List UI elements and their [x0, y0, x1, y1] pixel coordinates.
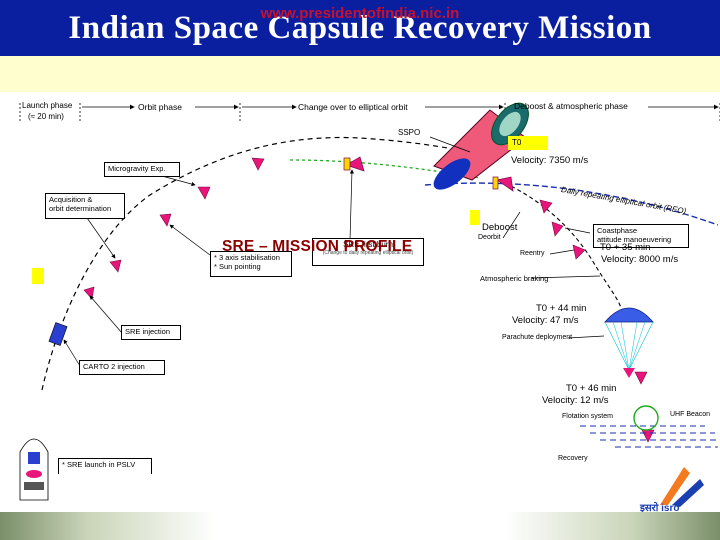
coastphase-line1: Coastphase [597, 226, 638, 235]
flotation-label: Flotation system [562, 413, 613, 420]
yellow-marker [470, 210, 480, 225]
parachute-label: Parachute deployment [502, 334, 573, 341]
uhf-label: UHF Beacon [670, 411, 711, 418]
capsule-marker [539, 199, 553, 214]
carto-injection-box: CARTO 2 injection [79, 360, 165, 375]
footer-url[interactable]: www.presidentofindia.nic.in [260, 5, 460, 22]
capsule-marker [551, 221, 564, 237]
reo-orbit [424, 182, 719, 226]
sre-launch-box: * SRE launch in PSLV [58, 458, 152, 474]
flotation-balloon [633, 405, 659, 431]
velocity-12: Velocity: 12 m/s [542, 395, 609, 406]
recovery-label: Recovery [558, 455, 588, 462]
acquisition-line1: Acquisition & [49, 195, 93, 204]
sre-first-burn-line2: (Change to daily repeating elliptical or… [322, 250, 414, 256]
capsule-marker [197, 186, 211, 200]
stabilisation-box: * 3 axis stabilisation * Sun pointing [210, 251, 292, 277]
sre-spacecraft [343, 156, 514, 192]
t0-44: T0 + 44 min [536, 303, 587, 314]
descent-path [504, 182, 623, 313]
capsule-marker [83, 286, 95, 300]
microgravity-box: Microgravity Exp. [104, 162, 180, 177]
velocity-7350: Velocity: 7350 m/s [511, 155, 589, 166]
velocity-8000: Velocity: 8000 m/s [601, 254, 679, 265]
header-band [0, 56, 720, 92]
t0-35: T0 + 35 min [600, 242, 651, 253]
parachute [604, 307, 654, 378]
capsule-marker [251, 157, 265, 171]
coastphase-line2: attitude manoeuvering [597, 235, 672, 244]
pslv-satellite [48, 322, 68, 346]
yellow-marker [32, 268, 44, 284]
atmos-braking-label: Atmospheric braking [480, 274, 549, 283]
phase-changeover-label: Change over to elliptical orbit [298, 102, 408, 112]
isro-logo [660, 467, 704, 507]
phase-orbit-label: Orbit phase [138, 102, 182, 112]
stabilisation-line1: * 3 axis stabilisation [214, 253, 280, 262]
sre-injection-box: SRE injection [121, 325, 181, 340]
title-bar [0, 0, 720, 56]
capsule-marker [109, 259, 122, 273]
isro-text: इसरो isro [640, 503, 680, 514]
phase-deboost-label: Deboost & atmospheric phase [514, 101, 628, 111]
acquisition-box: Acquisition & orbit determination [45, 193, 125, 219]
sspo-label: SSPO [398, 128, 421, 137]
page-title: Indian Space Capsule Recovery Mission [68, 10, 652, 46]
reentry-label: Reentry [520, 250, 545, 257]
sea [580, 425, 718, 448]
capsule-hero [433, 102, 529, 190]
deorbit-label: Deorbit [478, 234, 501, 241]
launch-vehicle [19, 438, 49, 501]
t0-label: T0 [512, 138, 522, 147]
capsule-marker [572, 244, 586, 260]
t0-46: T0 + 46 min [566, 383, 617, 394]
acquisition-line2: orbit determination [49, 204, 112, 213]
sre-first-burn-box: SRE first burn (Change to daily repeatin… [312, 238, 424, 266]
orbit-path [41, 136, 491, 391]
phase-launch-time: (≈ 20 min) [28, 112, 64, 121]
capsule-marker [634, 371, 648, 385]
velocity-47: Velocity: 47 m/s [512, 315, 579, 326]
t0-highlight [508, 136, 548, 150]
deboost-label: Deboost [482, 222, 518, 233]
stabilisation-line2: * Sun pointing [214, 262, 261, 271]
phase-launch-label: Launch phase [22, 101, 73, 110]
mission-diagram [19, 102, 720, 507]
capsule-markers [83, 157, 655, 443]
footer-bar [0, 512, 720, 540]
sre-first-burn-line1: SRE first burn [343, 240, 393, 249]
coastphase-box: Coastphase attitude manoeuvering [593, 224, 689, 248]
phase-timeline [19, 103, 720, 122]
capsule-marker [159, 213, 172, 227]
mission-profile-title: SRE – MISSION PROFILE [222, 238, 413, 255]
